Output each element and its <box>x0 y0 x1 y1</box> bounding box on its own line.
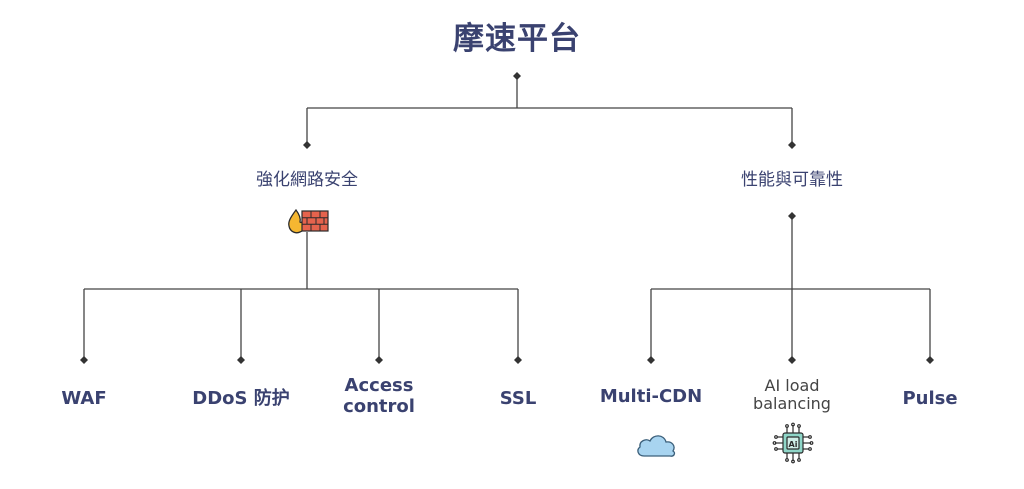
firewall-icon <box>288 208 329 234</box>
connector-diamond <box>237 356 245 364</box>
leaf-access-control: Access control <box>343 375 415 417</box>
connector-diamond <box>788 141 796 149</box>
leaf-waf: WAF <box>61 388 107 409</box>
connector-diamond <box>788 356 796 364</box>
leaf-ddos: DDoS 防护 <box>192 388 290 409</box>
leaf-ssl: SSL <box>499 388 537 409</box>
category-performance-label: 性能與可靠性 <box>741 170 843 190</box>
leaf-ai-load-balancing: AI load balancing <box>753 376 831 414</box>
cloud-icon <box>637 435 676 457</box>
category-security-label: 強化網路安全 <box>256 170 358 190</box>
connector-diamond <box>80 356 88 364</box>
ai-chip-icon: Ai <box>772 422 814 464</box>
svg-text:Ai: Ai <box>789 440 798 449</box>
connector-diamond <box>647 356 655 364</box>
connector-diamond <box>926 356 934 364</box>
leaf-multi-cdn: Multi-CDN <box>599 386 703 407</box>
connector-diamond <box>375 356 383 364</box>
root-node-label: 摩速平台 <box>453 21 581 57</box>
connector-diamond <box>788 212 796 220</box>
connector-diamond <box>514 356 522 364</box>
connector-diamond <box>303 141 311 149</box>
leaf-pulse: Pulse <box>902 388 958 409</box>
connector-diamond <box>513 72 521 80</box>
